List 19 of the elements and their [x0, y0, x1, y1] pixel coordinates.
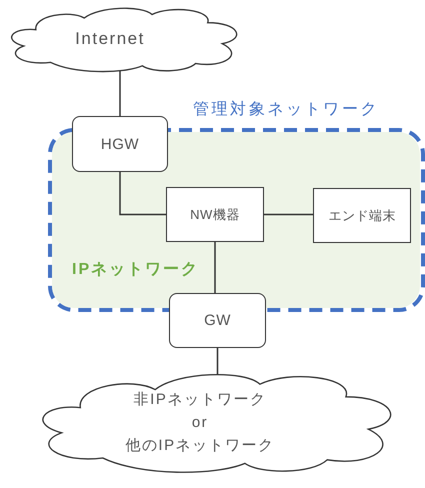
device-label: HGW	[100, 136, 140, 152]
cloud-label: Internet	[75, 28, 145, 50]
device-box	[169, 293, 266, 348]
connector-line	[119, 70, 121, 116]
cloud-label: 他のIPネットワーク	[125, 436, 275, 456]
region-label: IPネットワーク	[72, 260, 200, 280]
connector-line	[119, 172, 166, 216]
connector-line	[216, 348, 218, 375]
device-label: NW機器	[190, 206, 240, 224]
connector-line	[264, 214, 313, 216]
cloud-label: 非IPネットワーク	[134, 390, 266, 410]
device-box	[166, 187, 264, 242]
region-heading: 管理対象ネットワーク	[193, 100, 379, 120]
cloud-label: or	[192, 412, 208, 432]
device-box	[313, 188, 411, 243]
device-label: エンド端末	[328, 206, 396, 224]
connector-line	[214, 242, 216, 293]
device-box	[72, 116, 168, 172]
device-label: GW	[204, 312, 231, 329]
